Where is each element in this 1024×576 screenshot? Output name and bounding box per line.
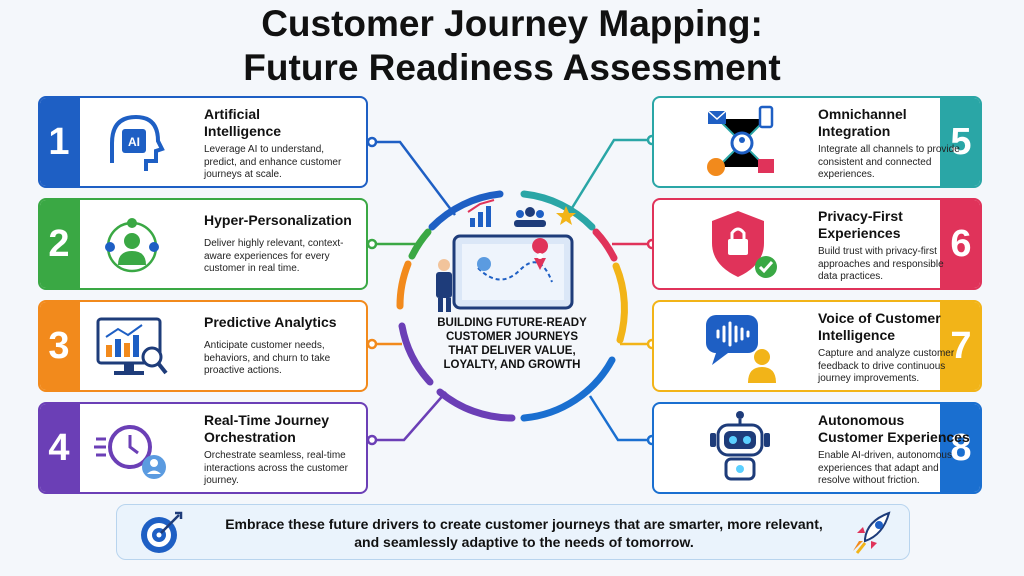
card-title: Real-Time Journey Orchestration: [204, 412, 330, 445]
target-icon: [141, 511, 183, 553]
card-title: Artificial Intelligence: [204, 106, 282, 139]
card-title: Autonomous Customer Experiences: [818, 412, 970, 445]
center-line-2: CUSTOMER JOURNEYS: [445, 331, 579, 343]
ring-arc-5: [520, 190, 596, 231]
card-2: 2 Hyper-Personalization Deliver highly r…: [38, 198, 368, 290]
card-1: 1 AI Artificial Intelligence Leverage AI…: [38, 96, 368, 188]
center-message: BUILDING FUTURE-READY CUSTOMER JOURNEYS …: [428, 316, 596, 372]
card-number: 6: [940, 200, 980, 288]
rocket-icon: [853, 511, 891, 554]
footer-message: Embrace these future drivers to create c…: [209, 515, 839, 551]
title-line-2: Future Readiness Assessment: [243, 47, 781, 88]
card-5: 5 Omnichannel Integration Integrate all …: [652, 96, 982, 188]
card-4: 4 Real-Time Journey Orchestration Orches…: [38, 402, 368, 494]
ring-arc-4b: [436, 388, 516, 422]
clock-user-icon: [94, 425, 166, 479]
footer-line-1: Embrace these future drivers to create c…: [225, 516, 823, 532]
card-number: 1: [40, 98, 80, 186]
card-title: Privacy-First Experiences: [818, 208, 903, 241]
card-number: 3: [40, 302, 80, 390]
card-description: Leverage AI to understand, predict, and …: [204, 144, 342, 180]
card-6: 6 Privacy-First Experiences Build trust …: [652, 198, 982, 290]
card-description: Deliver highly relevant, context- aware …: [204, 238, 344, 274]
footer-line-2: and seamlessly adaptive to the needs of …: [354, 534, 694, 550]
shield-lock-icon: [712, 211, 777, 278]
svg-text:AI: AI: [128, 135, 140, 149]
card-title: Predictive Analytics: [204, 314, 337, 330]
connector-5: [570, 138, 652, 209]
analytics-monitor-icon: [96, 317, 168, 375]
card-description: Enable AI-driven, autonomous experiences…: [818, 450, 952, 486]
center-line-3: THAT DELIVER VALUE,: [448, 345, 576, 357]
card-description: Capture and analyze customer feedback to…: [818, 348, 955, 384]
omnichannel-hub-icon: [707, 105, 774, 176]
title-line-1: Customer Journey Mapping:: [261, 3, 763, 44]
card-title: Omnichannel Integration: [818, 106, 907, 139]
ring-arc-8: [520, 356, 616, 422]
ring-arc-2: [408, 228, 432, 260]
ring-arc-7: [612, 262, 628, 344]
card-description: Build trust with privacy-first approache…: [818, 246, 944, 282]
card-description: Anticipate customer needs, behaviors, an…: [204, 340, 331, 376]
robot-icon: [710, 411, 770, 481]
card-number: 5: [940, 98, 980, 186]
voice-bubble-icon: [706, 315, 776, 383]
card-8: 8 Autonomous Customer Experiences Enable…: [652, 402, 982, 494]
ring-arc-3: [396, 260, 412, 310]
card-description: Orchestrate seamless, real-time interact…: [204, 450, 348, 486]
card-number: 7: [940, 302, 980, 390]
card-title: Hyper-Personalization: [204, 212, 352, 228]
ring-arc-4: [398, 322, 434, 386]
card-number: 2: [40, 200, 80, 288]
card-number: 8: [940, 404, 980, 492]
personalization-network-icon: [105, 218, 159, 273]
card-description: Integrate all channels to provide consis…: [818, 144, 960, 180]
ring-arc-6: [592, 228, 618, 262]
footer-banner: Embrace these future drivers to create c…: [116, 504, 910, 560]
center-line-4: LOYALTY, AND GROWTH: [443, 359, 581, 371]
center-line-1: BUILDING FUTURE-READY: [437, 317, 587, 329]
ring-arc-1: [428, 190, 504, 231]
connector-8: [588, 395, 652, 442]
card-3: 3 Predictive Analytics Anticipate custom…: [38, 300, 368, 392]
card-number: 4: [40, 404, 80, 492]
center-illustration: [436, 199, 576, 312]
ai-head-icon: AI: [110, 114, 165, 171]
card-7: 7 Voice of Customer Intelligence Capture…: [652, 300, 982, 392]
connector-1: [372, 140, 456, 216]
connector-4: [372, 391, 447, 442]
card-title: Voice of Customer Intelligence: [818, 310, 941, 343]
